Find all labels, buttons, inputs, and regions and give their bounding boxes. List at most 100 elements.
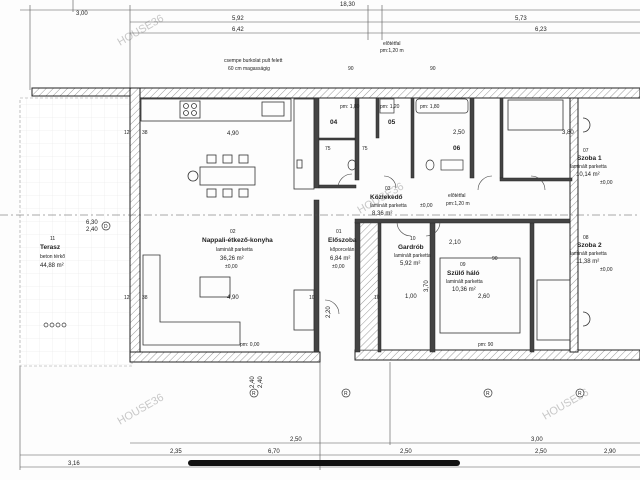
dim-12-b: 12 [124, 295, 130, 301]
svg-text:5,92 m²: 5,92 m² [400, 261, 420, 267]
svg-text:laminált parketta: laminált parketta [446, 279, 483, 285]
svg-text:±0,00: ±0,00 [225, 264, 238, 270]
dim-side-b: 2,40 [86, 227, 98, 233]
dim-38-a: 38 [142, 130, 148, 136]
dim-380: 3,80 [562, 130, 574, 136]
svg-text:6,84 m²: 6,84 m² [330, 256, 350, 262]
room-kozlekedo: 03 Közlekedő laminált parketta 8,36 m² ±… [370, 186, 433, 217]
svg-text:09: 09 [460, 262, 466, 268]
svg-text:11: 11 [50, 236, 55, 242]
dim-260: 2,60 [478, 294, 490, 300]
kitchen-counter [140, 98, 315, 190]
marker-d: D [104, 224, 108, 230]
svg-text:02: 02 [230, 229, 236, 235]
home-indicator[interactable] [188, 460, 460, 466]
terrace-area [19, 97, 133, 367]
dim-bot-d: 2,50 [400, 449, 412, 455]
bathroom-fixtures [347, 98, 469, 171]
dim-90-a: 90 [348, 66, 354, 72]
note-vent-1: elõtétfal [383, 41, 401, 47]
marker-r: R [344, 391, 348, 397]
dim-10-b: 10 [374, 295, 380, 301]
room-szoba-2: 08 Szoba 2 laminált parketta 11,38 m² ±0… [570, 235, 613, 273]
dim-100: 1,00 [405, 294, 417, 300]
svg-text:08: 08 [583, 235, 589, 241]
grid-markers [101, 221, 585, 398]
dim-370: 3,70 [424, 280, 430, 292]
dim-bot-c: 6,70 [268, 449, 280, 455]
dim-220: 2,20 [326, 306, 332, 318]
svg-text:07: 07 [583, 148, 589, 154]
room-05-number: 05 [388, 119, 396, 126]
note-vent-3: elõtétfal [448, 193, 466, 199]
svg-text:laminált parketta: laminált parketta [394, 253, 431, 259]
bedroom-furniture [439, 99, 591, 341]
room-nappali: 02 Nappali-étkező-konyha laminált parket… [202, 229, 273, 270]
svg-text:11,38 m²: 11,38 m² [576, 259, 599, 265]
watermark: HOUSE36 [116, 13, 166, 49]
room-szoba-1: 07 Szoba 1 laminált parketta 10,14 m² ±0… [570, 148, 613, 186]
dim-38-b: 38 [142, 295, 148, 301]
marker-r: R [252, 391, 256, 397]
dim-240-a: 2,40 [250, 376, 256, 388]
dim-bot-b: 2,50 [290, 437, 302, 443]
dim-side-a: 6,30 [86, 220, 98, 226]
dim-bot-e: 3,00 [531, 437, 543, 443]
note-counter: csempe burkolat pult felett [224, 58, 283, 64]
note-pm-3: pm: 1,80 [340, 104, 360, 110]
dim-210: 2,10 [449, 240, 461, 246]
watermark: HOUSE36 [116, 392, 166, 428]
marker-r: R [486, 391, 490, 397]
dim-250: 2,50 [453, 130, 465, 136]
dim-top-b: 6,42 [232, 27, 244, 33]
dim-75-a: 75 [325, 146, 331, 152]
svg-text:44,88 m²: 44,88 m² [40, 263, 64, 269]
door-swings [324, 173, 546, 315]
note-counter-height: 60 cm magasságig [228, 66, 270, 72]
bottom-dimension-lines [19, 362, 640, 470]
dim-240-b: 2,40 [258, 376, 264, 388]
dining-table [187, 154, 256, 198]
svg-text:Gardrób: Gardrób [398, 244, 424, 251]
svg-text:laminált parketta: laminált parketta [570, 164, 607, 170]
marker-r: R [578, 391, 582, 397]
svg-text:±0,00: ±0,00 [600, 267, 613, 273]
note-vent-4: pm:1,20 m [446, 201, 470, 207]
note-pm-2: pm: 90 [478, 342, 494, 348]
dim-top-c: 5,73 [515, 16, 527, 22]
room-terasz: 11 Terasz beton térkő 44,88 m² [40, 236, 65, 269]
svg-text:36,26 m²: 36,26 m² [220, 256, 244, 262]
note-pm-4: pm: 1,20 [380, 104, 400, 110]
svg-text:kőporcelán: kőporcelán [330, 247, 355, 253]
dim-10-a: 10 [309, 295, 315, 301]
room-gardrob: 10 Gardrób laminált parketta 5,92 m² [394, 236, 431, 267]
svg-text:10: 10 [410, 236, 416, 242]
svg-text:laminált parketta: laminált parketta [370, 203, 407, 209]
dim-90-c: 90 [492, 256, 498, 262]
svg-text:Előszoba: Előszoba [328, 237, 357, 244]
svg-text:±0,00: ±0,00 [332, 264, 345, 270]
svg-text:Szoba 1: Szoba 1 [577, 155, 602, 162]
svg-text:laminált parketta: laminált parketta [570, 251, 607, 257]
dim-bot-left: 3,16 [68, 461, 80, 467]
dim-top-a: 5,92 [232, 16, 244, 22]
wardrobe-cabinet [359, 222, 379, 351]
svg-text:Közlekedő: Közlekedő [370, 194, 403, 201]
sofa [142, 254, 315, 346]
svg-text:10,36 m²: 10,36 m² [452, 287, 476, 293]
dim-490-a: 4,90 [227, 131, 239, 137]
svg-text:Szoba 2: Szoba 2 [577, 242, 602, 249]
svg-text:8,36 m²: 8,36 m² [372, 211, 392, 217]
note-pm-5: pm: 1,80 [420, 104, 440, 110]
dim-top-left: 3,00 [76, 11, 88, 17]
svg-text:laminált parketta: laminált parketta [216, 247, 253, 253]
dim-bot-f: 2,50 [535, 449, 547, 455]
dim-490-b: 4,90 [227, 295, 239, 301]
svg-text:±0,00: ±0,00 [600, 180, 613, 186]
terrace-dots-symbol [43, 322, 67, 328]
svg-text:Szülő háló: Szülő háló [447, 270, 480, 277]
room-eloszoba: 01 Előszoba kőporcelán 6,84 m² ±0,00 [328, 229, 357, 270]
svg-text:±0,00: ±0,00 [420, 203, 433, 209]
